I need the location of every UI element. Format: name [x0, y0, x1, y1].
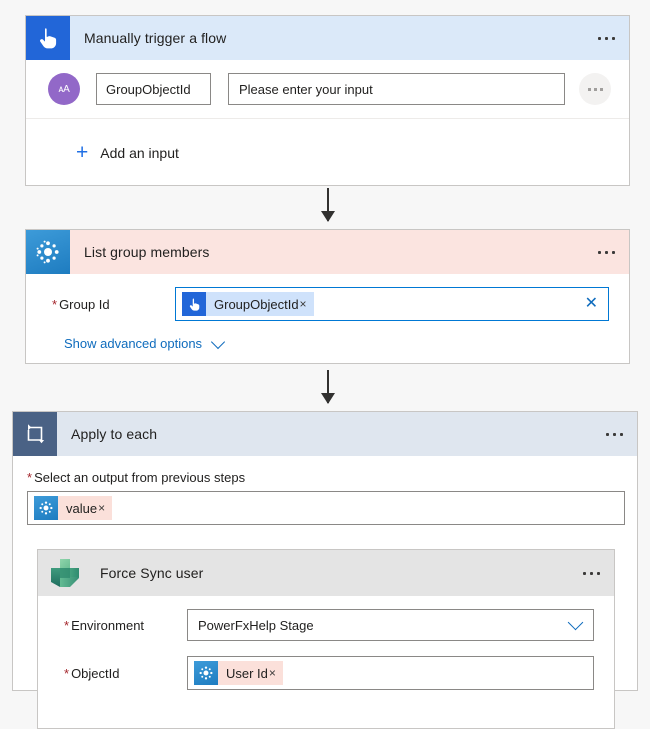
input-name-field[interactable]: GroupObjectId [96, 73, 211, 105]
token-label: GroupObjectId × [206, 292, 314, 316]
objectid-label: *ObjectId [64, 665, 120, 681]
force-sync-user-card[interactable]: Force Sync user *Environment PowerFxHelp… [37, 549, 615, 729]
apply-to-each-header[interactable]: Apply to each [13, 412, 637, 456]
azure-ad-icon [26, 230, 70, 274]
clear-field-icon[interactable]: ✕ [584, 295, 598, 312]
add-input-button[interactable]: + Add an input [26, 119, 629, 186]
list-group-members-header[interactable]: List group members [26, 230, 629, 274]
show-advanced-options-label: Show advanced options [64, 336, 203, 351]
add-input-label: Add an input [100, 144, 179, 161]
select-output-input[interactable]: value × [27, 491, 625, 525]
required-asterisk: * [64, 617, 70, 633]
trigger-title: Manually trigger a flow [84, 30, 227, 46]
force-sync-user-more-button[interactable] [568, 550, 614, 596]
force-sync-user-header[interactable]: Force Sync user [38, 550, 614, 596]
apply-to-each-card[interactable]: Apply to each *Select an output from pre… [12, 411, 638, 729]
connector-trigger-to-list [321, 188, 335, 222]
token-remove-icon[interactable]: × [98, 501, 106, 515]
objectid-field-row: *ObjectId [38, 641, 614, 690]
token-remove-icon[interactable]: × [299, 297, 307, 311]
required-asterisk: * [27, 470, 33, 485]
group-id-input[interactable]: GroupObjectId × ✕ [175, 287, 609, 321]
apply-to-each-title: Apply to each [71, 426, 158, 442]
environment-value: PowerFxHelp Stage [198, 617, 314, 633]
trigger-card-header[interactable]: Manually trigger a flow [26, 16, 629, 60]
tap-hand-icon [182, 292, 206, 316]
trigger-card[interactable]: Manually trigger a flow ᴀA GroupObjectId… [25, 15, 630, 186]
token-label: value × [58, 496, 113, 520]
azure-ad-icon [34, 496, 58, 520]
force-sync-user-title: Force Sync user [100, 565, 204, 581]
required-asterisk: * [64, 665, 70, 681]
required-asterisk: * [52, 296, 58, 312]
group-id-label: *Group Id [52, 296, 110, 312]
environment-label: *Environment [64, 617, 145, 633]
trigger-body: ᴀA GroupObjectId Please enter your input… [26, 60, 629, 186]
environment-field-row: *Environment PowerFxHelp Stage [38, 596, 614, 641]
chevron-down-icon [567, 614, 584, 631]
chevron-down-icon [210, 334, 226, 349]
azure-ad-icon [194, 661, 218, 685]
text-input-icon: ᴀA [48, 73, 80, 105]
token-groupobjectid[interactable]: GroupObjectId × [182, 292, 314, 316]
token-user-id[interactable]: User Id × [194, 661, 283, 685]
apply-to-each-more-button[interactable] [591, 412, 637, 456]
show-advanced-options-button[interactable]: Show advanced options [26, 321, 629, 351]
token-label: User Id × [218, 661, 283, 685]
environment-dropdown[interactable]: PowerFxHelp Stage [187, 609, 594, 641]
group-id-field-row: *Group Id GroupObjectId × ✕ [26, 274, 629, 321]
apply-to-each-body: *Select an output from previous steps [13, 456, 637, 729]
connector-list-to-apply [321, 370, 335, 404]
dataverse-icon [38, 550, 92, 596]
trigger-more-button[interactable] [583, 16, 629, 60]
token-value[interactable]: value × [34, 496, 113, 520]
select-output-label: *Select an output from previous steps [27, 470, 246, 485]
tap-hand-icon [26, 16, 70, 60]
objectid-input[interactable]: User Id × [187, 656, 594, 690]
trigger-input-row: ᴀA GroupObjectId Please enter your input [26, 60, 629, 119]
list-group-members-title: List group members [84, 244, 210, 260]
input-row-more-button[interactable] [579, 73, 611, 105]
list-group-members-card[interactable]: List group members *Group Id GroupObject… [25, 229, 630, 364]
token-remove-icon[interactable]: × [268, 666, 276, 680]
foreach-loop-icon [13, 412, 57, 456]
plus-icon: + [76, 141, 89, 164]
input-value-field[interactable]: Please enter your input [228, 73, 565, 105]
list-group-members-more-button[interactable] [583, 230, 629, 274]
